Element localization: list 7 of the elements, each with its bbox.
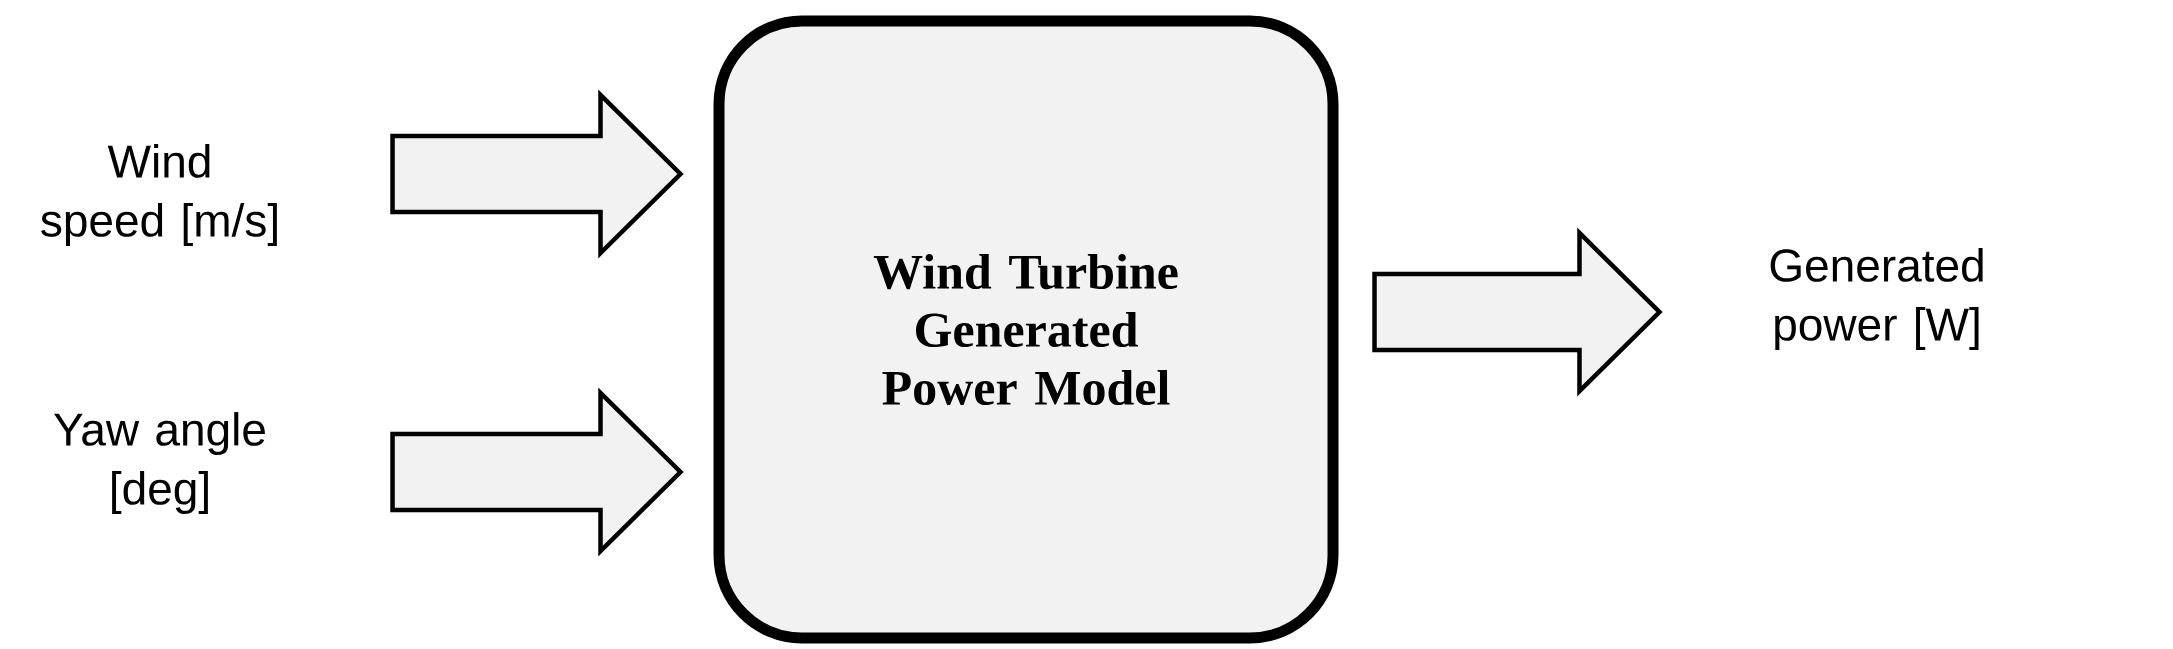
process-box: Wind Turbine Generated Power Model (713, 15, 1339, 644)
block-arrow (390, 387, 684, 557)
block-arrow (1372, 227, 1663, 397)
signal-label: Generated power [W] (1770, 248, 1983, 350)
signal-label: Wind speed [m/s] (41, 144, 277, 246)
signal-label: Yaw angle [deg] (54, 412, 265, 514)
block-arrow (390, 89, 684, 259)
